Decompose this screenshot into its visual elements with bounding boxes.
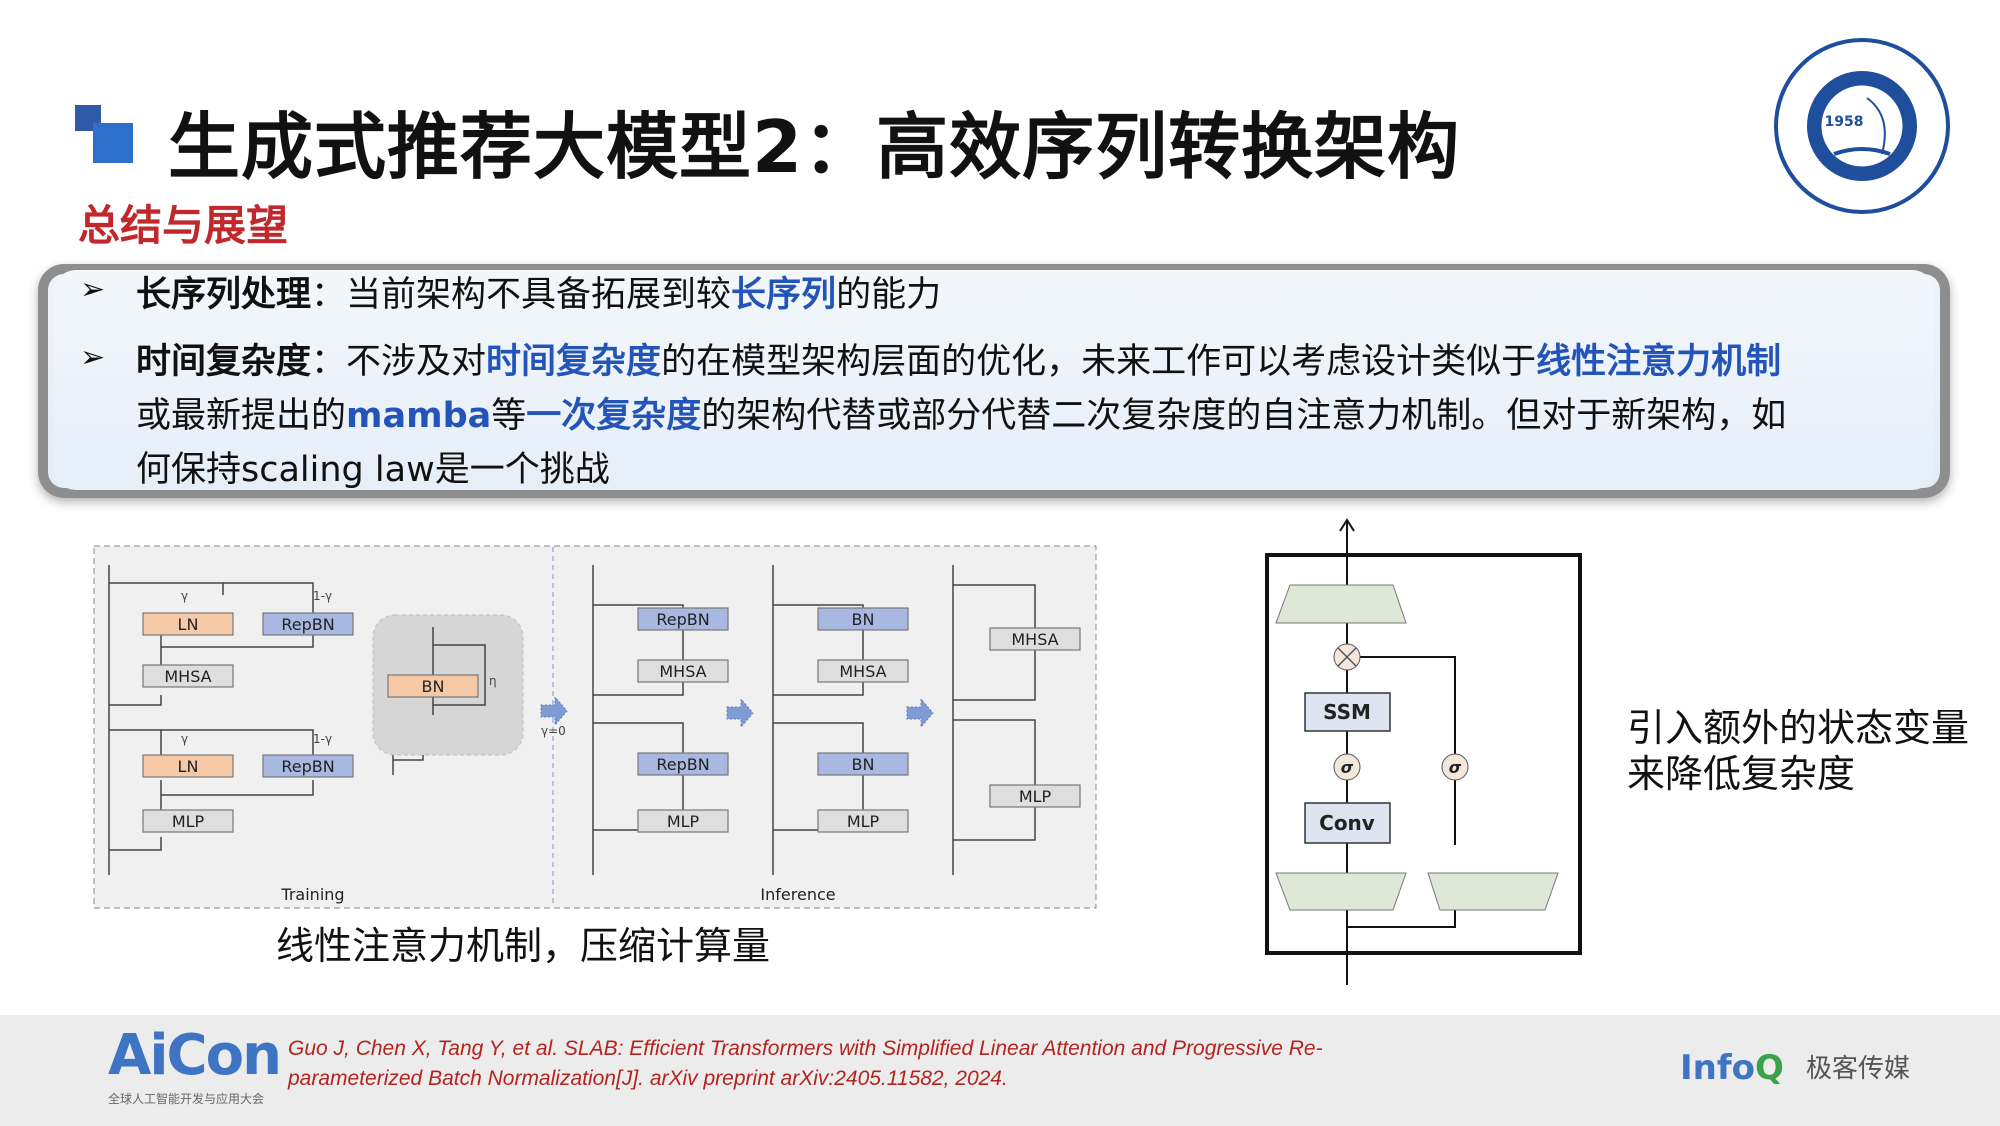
mhsa-block [637, 659, 729, 683]
projection-trapezoid [1427, 872, 1559, 911]
left-figure-caption: 线性注意力机制，压缩计算量 [276, 924, 771, 968]
bullet-long-sequence: 长序列处理：当前架构不具备拓展到较长序列的能力 [136, 275, 942, 315]
slab-architecture-figure: LN RepBN MHSA LN RepBN MLP BN RepBN MHSA… [93, 545, 1097, 909]
summary-panel [38, 264, 1950, 498]
svg-text:MHSA: MHSA [839, 662, 886, 681]
title-square-icon [75, 105, 133, 163]
mamba-block-figure: SSM Conv σ σ [1265, 518, 1582, 985]
ln-block [142, 754, 234, 778]
page-title: 生成式推荐大模型2：高效序列转换架构 [168, 105, 1461, 189]
university-logo: 1958 [1774, 38, 1950, 214]
logo-year: 1958 [1825, 114, 1864, 130]
svg-text:η: η [489, 674, 497, 688]
ln-block [142, 612, 234, 636]
bullet-arrow-icon: ➢ [80, 272, 106, 307]
svg-text:MLP: MLP [847, 812, 880, 831]
mhsa-block [989, 627, 1081, 651]
repbn-block [262, 754, 354, 778]
svg-text:RepBN: RepBN [656, 755, 709, 774]
sigma-activation-icon [1441, 753, 1469, 781]
svg-text:Conv: Conv [1319, 811, 1375, 835]
svg-text:BN: BN [852, 755, 875, 774]
aicon-subtitle: 全球人工智能开发与应用大会 [108, 1092, 265, 1106]
bullet-time-complexity-line3: 何保持scaling law是一个挑战 [136, 450, 610, 490]
svg-text:γ=0: γ=0 [541, 724, 566, 738]
bn-block [817, 607, 909, 631]
bullet-time-complexity: 时间复杂度：不涉及对时间复杂度的在模型架构层面的优化，未来工作可以考虑设计类似于… [136, 342, 1782, 382]
section-subtitle: 总结与展望 [78, 201, 289, 250]
svg-text:RepBN: RepBN [281, 757, 334, 776]
citation-line-2: parameterized Batch Normalization[J]. ar… [288, 1067, 1008, 1090]
projection-trapezoid [1275, 584, 1407, 624]
repbn-block [637, 607, 729, 631]
svg-text:σ: σ [1449, 758, 1462, 777]
bn-block [387, 674, 479, 698]
svg-text:γ: γ [181, 732, 188, 746]
svg-text:MLP: MLP [1019, 787, 1052, 806]
svg-text:SSM: SSM [1323, 700, 1371, 724]
right-figure-description: 引入额外的状态变量 来降低复杂度 [1627, 706, 1970, 796]
aicon-logo: AiCon [108, 1023, 282, 1088]
svg-text:Inference: Inference [760, 885, 835, 904]
bullet-arrow-icon: ➢ [80, 340, 106, 375]
geekbang-media-logo: 极客传媒 [1806, 1054, 1911, 1084]
mhsa-block [142, 664, 234, 688]
svg-text:σ: σ [1341, 758, 1354, 777]
svg-text:BN: BN [852, 610, 875, 629]
citation-line-1: Guo J, Chen X, Tang Y, et al. SLAB: Effi… [288, 1037, 1323, 1060]
repbn-block [637, 752, 729, 776]
mlp-block [142, 809, 234, 833]
svg-text:1-γ: 1-γ [313, 589, 332, 603]
svg-text:γ: γ [181, 589, 188, 603]
svg-text:Training: Training [280, 885, 344, 904]
svg-text:RepBN: RepBN [281, 615, 334, 634]
svg-text:BN: BN [422, 677, 445, 696]
bullet-time-complexity-line2: 或最新提出的mamba等一次复杂度的架构代替或部分代替二次复杂度的自注意力机制。… [136, 396, 1787, 436]
sigma-activation-icon [1333, 753, 1361, 781]
bn-block [817, 752, 909, 776]
svg-text:RepBN: RepBN [656, 610, 709, 629]
mhsa-block [817, 659, 909, 683]
ssm-block [1304, 692, 1391, 732]
conv-block [1304, 802, 1391, 844]
svg-text:MHSA: MHSA [659, 662, 706, 681]
mlp-block [817, 809, 909, 833]
footer-bar [0, 1015, 2000, 1126]
svg-text:MHSA: MHSA [164, 667, 211, 686]
infoq-logo: InfoQ [1680, 1048, 1784, 1088]
svg-text:LN: LN [178, 615, 199, 634]
svg-text:LN: LN [178, 757, 199, 776]
projection-trapezoid [1275, 872, 1407, 911]
transition-arrow-icon [540, 695, 934, 729]
svg-text:MLP: MLP [667, 812, 700, 831]
svg-text:MLP: MLP [172, 812, 205, 831]
svg-text:MHSA: MHSA [1011, 630, 1058, 649]
mlp-block [989, 784, 1081, 808]
mlp-block [637, 809, 729, 833]
svg-text:1-γ: 1-γ [313, 732, 332, 746]
repbn-block [262, 612, 354, 636]
